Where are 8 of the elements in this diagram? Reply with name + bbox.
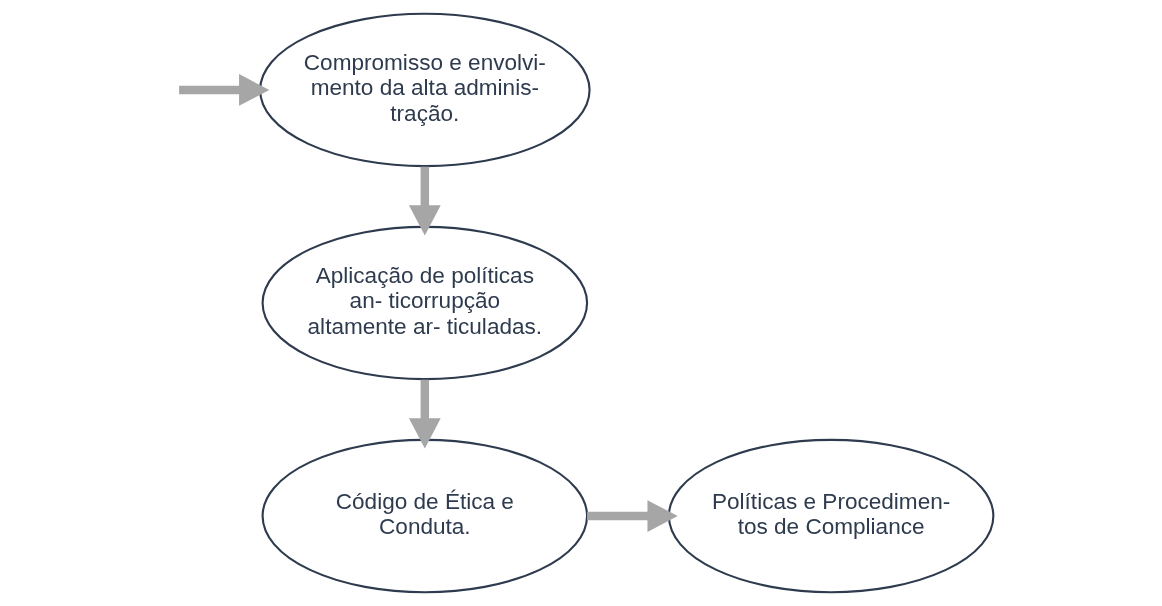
- arrow: [587, 500, 678, 532]
- node-ellipse: Compromisso e envolvi- mento da alta adminis- tração.: [259, 12, 591, 168]
- node-ellipse: Aplicação de políticas an- ticorrupção altamente ar- ticuladas.: [261, 225, 589, 381]
- arrow: [408, 166, 441, 236]
- arrow: [408, 379, 441, 449]
- node-ellipse: Políticas e Procedimen- tos de Compliance: [667, 438, 995, 594]
- node-ellipse: Código de Ética e Conduta.: [261, 438, 589, 594]
- arrow: [179, 74, 270, 106]
